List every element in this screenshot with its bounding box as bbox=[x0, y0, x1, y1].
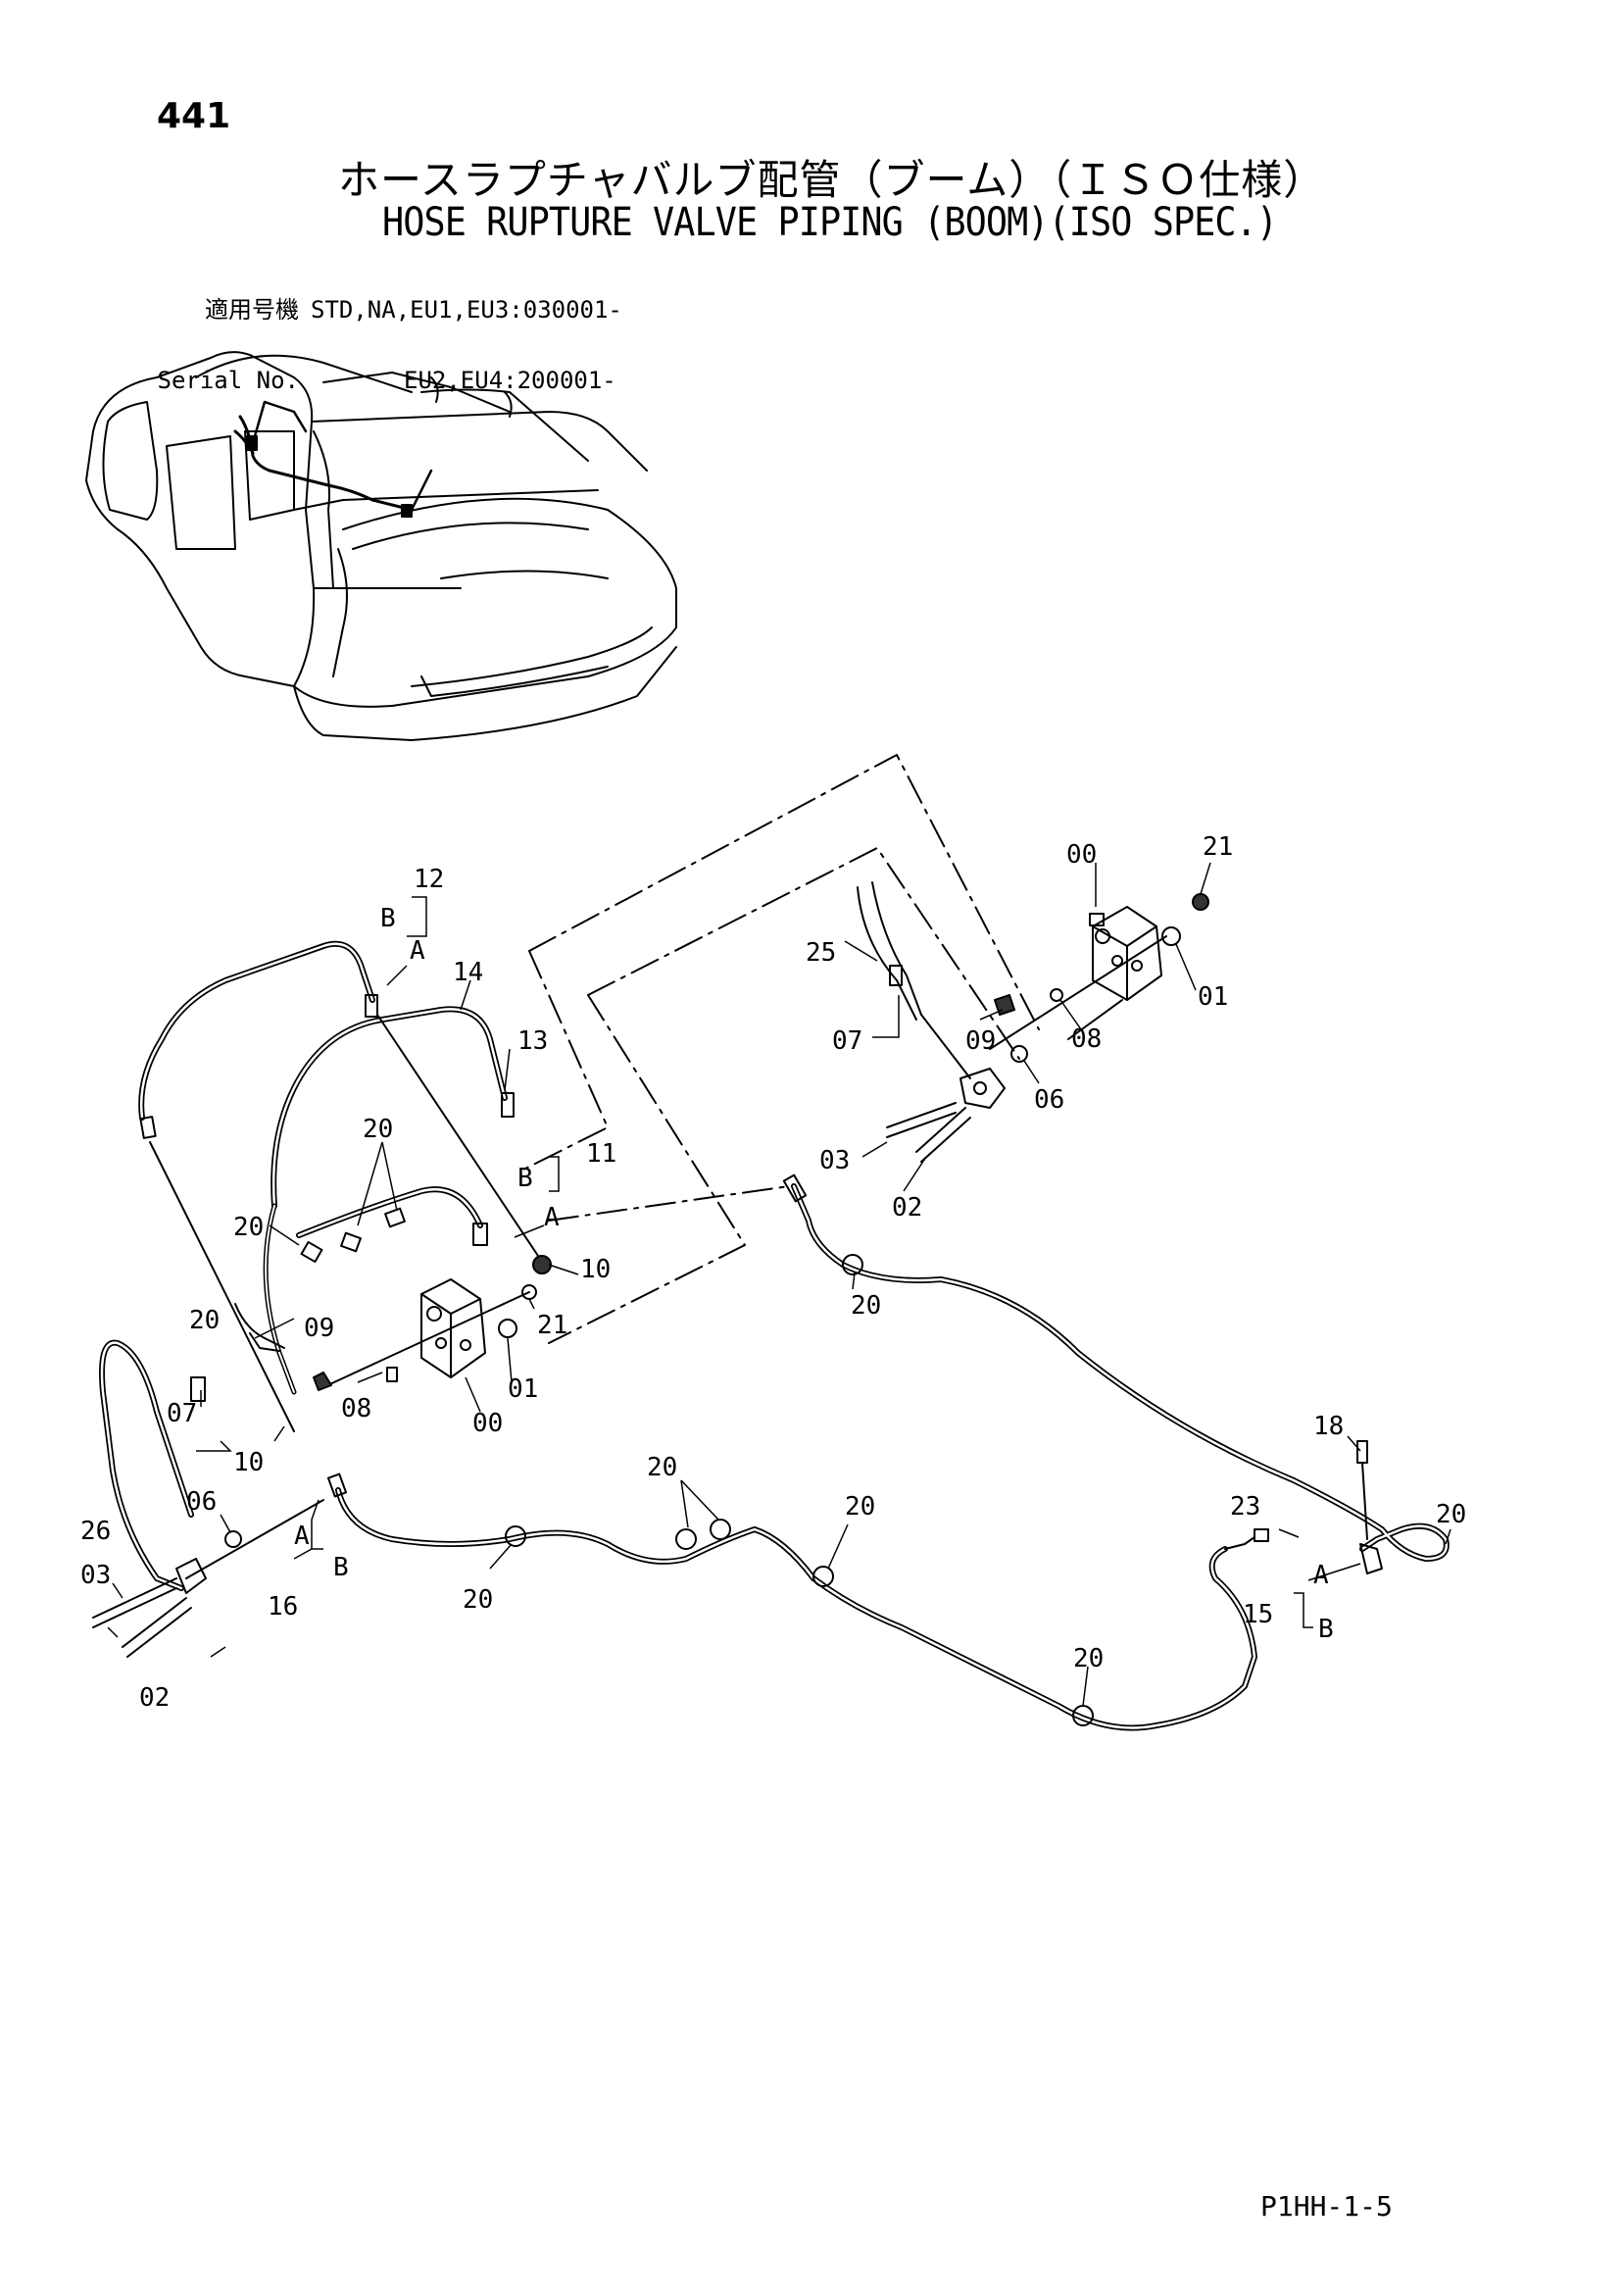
callout-06: 06 bbox=[186, 1487, 217, 1517]
callout-25: 25 bbox=[806, 938, 836, 968]
callout-20: 20 bbox=[1073, 1644, 1104, 1673]
callout-13: 13 bbox=[517, 1026, 548, 1056]
callout-20: 20 bbox=[845, 1492, 875, 1522]
callout-15: 15 bbox=[1243, 1600, 1273, 1629]
callout-14: 14 bbox=[453, 958, 483, 987]
callout-20: 20 bbox=[647, 1453, 677, 1482]
serial-label-en: Serial No. bbox=[157, 367, 300, 394]
callout-11: 11 bbox=[586, 1139, 616, 1169]
document-code: P1HH-1-5 bbox=[1260, 2190, 1393, 2222]
callout-label-b: B bbox=[517, 1164, 533, 1193]
serial-info: 適用号機 STD,NA,EU1,EU3:030001- Serial No. EU2… bbox=[157, 251, 622, 416]
serial-line-1: STD,NA,EU1,EU3:030001- bbox=[311, 296, 622, 324]
callout-09: 09 bbox=[304, 1314, 334, 1343]
page-number: 441 bbox=[157, 96, 231, 136]
callout-20: 20 bbox=[463, 1585, 493, 1615]
callout-02: 02 bbox=[139, 1683, 170, 1713]
callout-label-a: A bbox=[294, 1522, 310, 1551]
callout-12: 12 bbox=[414, 865, 444, 894]
callout-label-a: A bbox=[410, 936, 425, 966]
callout-03: 03 bbox=[819, 1146, 850, 1175]
callout-07: 07 bbox=[832, 1026, 862, 1056]
callout-09: 09 bbox=[965, 1026, 996, 1056]
callout-26: 26 bbox=[80, 1517, 111, 1546]
callout-00: 00 bbox=[472, 1409, 503, 1438]
callout-23: 23 bbox=[1230, 1492, 1260, 1522]
serial-label-jp: 適用号機 bbox=[205, 296, 299, 324]
callout-label-a: A bbox=[1313, 1561, 1329, 1590]
callout-10: 10 bbox=[580, 1255, 611, 1284]
callout-20: 20 bbox=[851, 1291, 881, 1321]
callout-02: 02 bbox=[892, 1193, 922, 1223]
callout-08: 08 bbox=[341, 1394, 371, 1423]
serial-line-2: EU2,EU4:200001- bbox=[404, 367, 616, 394]
callout-01: 01 bbox=[508, 1374, 538, 1404]
title-japanese: ホースラプチャバルブ配管（ブーム）（ＩＳＯ仕様） bbox=[338, 156, 1326, 204]
callout-label-a: A bbox=[544, 1203, 560, 1232]
callout-21: 21 bbox=[537, 1311, 567, 1340]
callout-16: 16 bbox=[268, 1592, 298, 1622]
callout-label-b: B bbox=[333, 1553, 349, 1582]
callout-03: 03 bbox=[80, 1561, 111, 1590]
excavator-overview bbox=[85, 351, 677, 741]
callout-21: 21 bbox=[1203, 832, 1233, 862]
valve-right bbox=[857, 881, 1209, 1163]
callout-01: 01 bbox=[1198, 982, 1228, 1012]
callout-10: 10 bbox=[233, 1448, 264, 1477]
callout-07: 07 bbox=[167, 1399, 197, 1428]
callout-20: 20 bbox=[233, 1213, 264, 1242]
callout-00: 00 bbox=[1066, 840, 1097, 870]
callout-20: 20 bbox=[189, 1306, 220, 1335]
callout-20: 20 bbox=[1436, 1500, 1466, 1529]
callout-label-b: B bbox=[1318, 1615, 1334, 1644]
callout-label-b: B bbox=[380, 904, 396, 933]
callout-08: 08 bbox=[1071, 1024, 1102, 1054]
title-english: HOSE RUPTURE VALVE PIPING (BOOM)(ISO SPE… bbox=[382, 200, 1278, 245]
callout-06: 06 bbox=[1034, 1085, 1064, 1115]
valve-left bbox=[313, 1278, 530, 1391]
callout-20: 20 bbox=[363, 1115, 393, 1144]
callout-18: 18 bbox=[1313, 1412, 1344, 1441]
